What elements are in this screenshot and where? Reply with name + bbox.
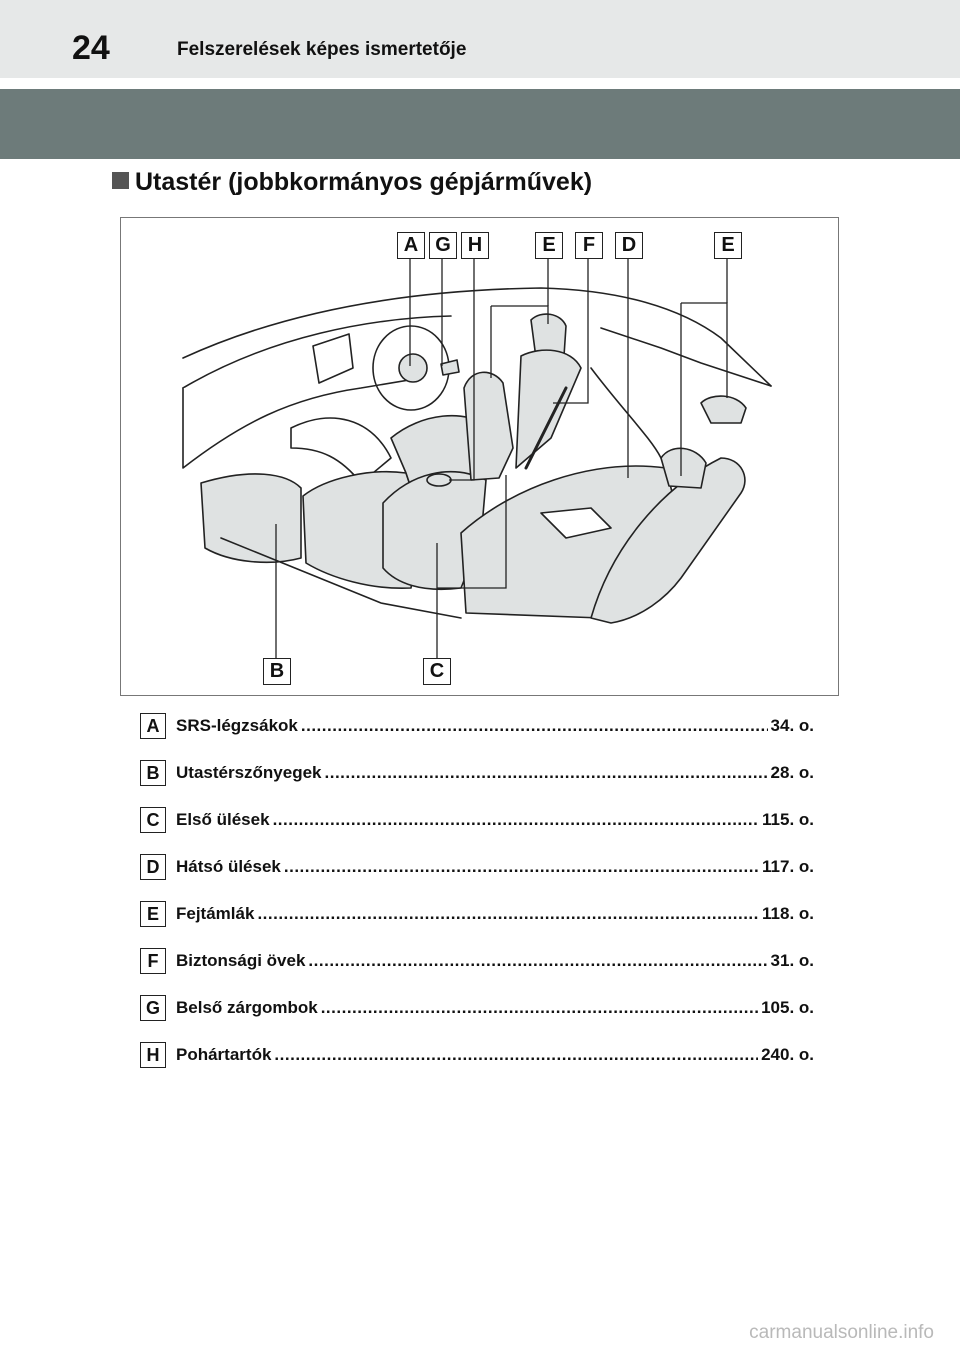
front-seatback-upper	[515, 349, 582, 469]
index-letter: E	[140, 901, 166, 927]
index-page: 28. o.	[770, 763, 814, 782]
leader-dots	[257, 903, 759, 925]
index-page: 118. o.	[762, 904, 814, 923]
front-seat-cushion-right	[382, 470, 487, 591]
callout-b: B	[263, 658, 291, 685]
leader-dots	[274, 1044, 758, 1066]
index-letter: D	[140, 854, 166, 880]
index-label: Első ülések	[176, 810, 270, 829]
index-entry: Belső zárgombok 105. o.	[176, 997, 814, 1019]
instrument-screen	[312, 333, 354, 384]
square-bullet-icon	[112, 172, 129, 189]
index-letter: F	[140, 948, 166, 974]
floor-mat-left	[200, 473, 302, 564]
section-title-text: Utastér (jobbkormányos gépjárművek)	[135, 168, 593, 196]
index-label: Utastérszőnyegek	[176, 763, 322, 782]
index-label: Belső zárgombok	[176, 998, 318, 1017]
front-headrest	[530, 313, 567, 359]
leader-dots	[273, 809, 759, 831]
roof-outline	[182, 287, 772, 387]
leader-E2-branch	[681, 302, 728, 398]
leader-F	[553, 255, 589, 404]
index-entry: Hátsó ülések 117. o.	[176, 856, 814, 878]
rear-door-edge	[590, 367, 662, 459]
index-page: 117. o.	[762, 857, 814, 876]
index-letter: C	[140, 807, 166, 833]
index-row-h[interactable]: H Pohártartók 240. o.	[140, 1042, 820, 1072]
index-letter: A	[140, 713, 166, 739]
callout-a: A	[397, 232, 425, 259]
seat-belt	[524, 386, 568, 470]
center-console	[290, 417, 392, 484]
callout-e-front: E	[535, 232, 563, 259]
leader-H	[449, 255, 475, 481]
interior-drawing	[182, 255, 772, 660]
cup-holder	[426, 473, 452, 487]
index-letter: H	[140, 1042, 166, 1068]
leader-dots	[321, 997, 758, 1019]
leader-dots	[308, 950, 767, 972]
door-lock-knob	[440, 359, 460, 376]
rear-seat-back	[590, 457, 746, 624]
index-entry: SRS-légzsákok 34. o.	[176, 715, 814, 737]
index-label: Pohártartók	[176, 1045, 272, 1064]
floor-sill	[220, 537, 462, 619]
callout-f: F	[575, 232, 603, 259]
leader-dots	[284, 856, 759, 878]
running-head: Felszerelések képes ismertetője	[177, 39, 467, 60]
airbag-hub	[398, 353, 428, 383]
index-row-c[interactable]: C Első ülések 115. o.	[140, 807, 820, 837]
rear-headrest-right	[700, 395, 747, 424]
index-entry: Biztonsági övek 31. o.	[176, 950, 814, 972]
index-row-d[interactable]: D Hátsó ülések 117. o.	[140, 854, 820, 884]
section-title: Utastér (jobbkormányos gépjárművek)	[112, 166, 592, 198]
index-label: Fejtámlák	[176, 904, 255, 923]
dashboard	[182, 377, 422, 469]
index-label: SRS-légzsákok	[176, 716, 298, 735]
index-page: 105. o.	[761, 998, 814, 1017]
index-entry: Utastérszőnyegek 28. o.	[176, 762, 814, 784]
leader-dots	[325, 762, 768, 784]
callout-c: C	[423, 658, 451, 685]
index-row-e[interactable]: E Fejtámlák 118. o.	[140, 901, 820, 931]
callout-d: D	[615, 232, 643, 259]
index-page: 34. o.	[770, 716, 814, 735]
leader-C-branch	[437, 475, 507, 589]
index-page: 31. o.	[770, 951, 814, 970]
index-letter: B	[140, 760, 166, 786]
index-entry: Fejtámlák 118. o.	[176, 903, 814, 925]
index-row-b[interactable]: B Utastérszőnyegek 28. o.	[140, 760, 820, 790]
index-entry: Első ülések 115. o.	[176, 809, 814, 831]
watermark: carmanualsonline.info	[749, 1322, 934, 1343]
interior-illustration: A G H E F D E B C	[120, 217, 839, 696]
index-page: 115. o.	[762, 810, 814, 829]
armrest-console	[540, 507, 612, 539]
index-entry: Pohártartók 240. o.	[176, 1044, 814, 1066]
front-seat-back-right	[463, 371, 514, 481]
callout-g: G	[429, 232, 457, 259]
leader-E1-branch	[491, 305, 549, 324]
index-page: 240. o.	[761, 1045, 814, 1064]
windshield-line	[182, 315, 452, 389]
leader-dots	[301, 715, 768, 737]
section-bar	[0, 89, 960, 159]
index-letter: G	[140, 995, 166, 1021]
index-row-f[interactable]: F Biztonsági övek 31. o.	[140, 948, 820, 978]
index-label: Hátsó ülések	[176, 857, 281, 876]
page-number: 24	[72, 29, 110, 67]
top-header-band	[0, 0, 960, 78]
index-label: Biztonsági övek	[176, 951, 306, 970]
rear-headrest-left	[660, 447, 707, 489]
index-row-g[interactable]: G Belső zárgombok 105. o.	[140, 995, 820, 1025]
callout-e-rear: E	[714, 232, 742, 259]
callout-h: H	[461, 232, 489, 259]
index-row-a[interactable]: A SRS-légzsákok 34. o.	[140, 713, 820, 743]
rear-pillar	[600, 327, 772, 387]
